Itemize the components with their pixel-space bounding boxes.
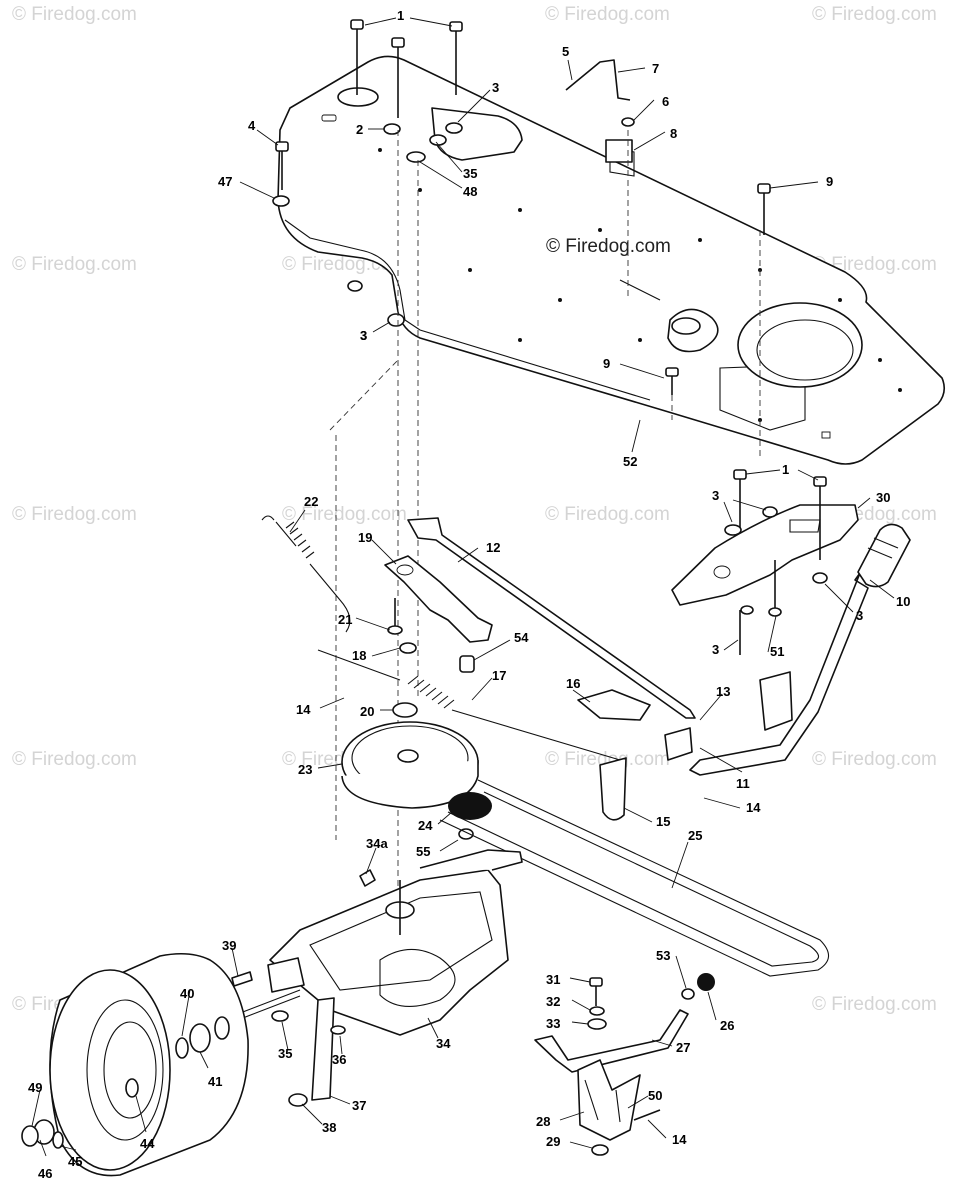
callout-52: 52 bbox=[623, 454, 637, 469]
callout-3: 3 bbox=[360, 328, 367, 343]
callout-28: 28 bbox=[536, 1114, 550, 1129]
watermark-tile: © Firedog.com bbox=[812, 4, 937, 25]
callout-24: 24 bbox=[418, 818, 433, 833]
callout-5: 5 bbox=[562, 44, 569, 59]
lift-bracket bbox=[534, 973, 715, 1156]
callout-31: 31 bbox=[546, 972, 560, 987]
watermark-tile: © Firedog.com bbox=[545, 4, 670, 25]
callout-44: 44 bbox=[140, 1136, 155, 1151]
watermark-tile: © Firedog.com bbox=[12, 4, 137, 25]
callout-14: 14 bbox=[296, 702, 311, 717]
callout-21: 21 bbox=[338, 612, 352, 627]
callout-54: 54 bbox=[514, 630, 529, 645]
watermark-tile: © Firedog.com bbox=[12, 504, 137, 525]
callout-27: 27 bbox=[676, 1040, 690, 1055]
watermark-tile: © Firedog.com bbox=[12, 254, 137, 275]
linkage-center bbox=[261, 515, 696, 761]
callout-3: 3 bbox=[712, 642, 719, 657]
callout-13: 13 bbox=[716, 684, 730, 699]
callout-1: 1 bbox=[782, 462, 789, 477]
callout-40: 40 bbox=[180, 986, 194, 1001]
callout-3: 3 bbox=[492, 80, 499, 95]
callout-18: 18 bbox=[352, 648, 366, 663]
leader-lines bbox=[31, 17, 895, 1157]
callout-47: 47 bbox=[218, 174, 232, 189]
callout-35: 35 bbox=[278, 1046, 292, 1061]
callout-14: 14 bbox=[746, 800, 761, 815]
watermark-center: © Firedog.com bbox=[546, 236, 671, 257]
callout-39: 39 bbox=[222, 938, 236, 953]
callout-10: 10 bbox=[896, 594, 910, 609]
callout-3: 3 bbox=[856, 608, 863, 623]
callout-labels: 1 2 3 4 47 35 48 3 5 7 6 8 9 3 9 52 1 3 … bbox=[28, 8, 910, 1181]
callout-2: 2 bbox=[356, 122, 363, 137]
watermark-tile: © Firedog.com bbox=[812, 994, 937, 1015]
callout-48: 48 bbox=[463, 184, 477, 199]
callout-3: 3 bbox=[712, 488, 719, 503]
callout-14: 14 bbox=[672, 1132, 687, 1147]
callout-30: 30 bbox=[876, 490, 890, 505]
watermark-tile: © Firedog.com bbox=[12, 749, 137, 770]
callout-22: 22 bbox=[304, 494, 318, 509]
chassis-fasteners bbox=[272, 19, 771, 395]
callout-37: 37 bbox=[352, 1098, 366, 1113]
callout-23: 23 bbox=[298, 762, 312, 777]
callout-11: 11 bbox=[736, 776, 750, 791]
callout-12: 12 bbox=[486, 540, 500, 555]
callout-9: 9 bbox=[826, 174, 833, 189]
callout-55: 55 bbox=[416, 844, 430, 859]
callout-45: 45 bbox=[68, 1154, 82, 1169]
callout-17: 17 bbox=[492, 668, 506, 683]
callout-26: 26 bbox=[720, 1018, 734, 1033]
callout-25: 25 bbox=[688, 828, 702, 843]
callout-16: 16 bbox=[566, 676, 580, 691]
callout-50: 50 bbox=[648, 1088, 662, 1103]
watermark-tile: © Firedog.com bbox=[545, 504, 670, 525]
callout-4: 4 bbox=[248, 118, 256, 133]
callout-38: 38 bbox=[322, 1120, 336, 1135]
callout-7: 7 bbox=[652, 61, 659, 76]
callout-20: 20 bbox=[360, 704, 374, 719]
watermark-layer: © Firedog.com © Firedog.com © Firedog.co… bbox=[12, 4, 937, 1015]
callout-34: 34 bbox=[436, 1036, 451, 1051]
pedal-bracket bbox=[577, 469, 911, 821]
callout-41: 41 bbox=[208, 1074, 222, 1089]
callout-8: 8 bbox=[670, 126, 677, 141]
callout-15: 15 bbox=[656, 814, 670, 829]
callout-36: 36 bbox=[332, 1052, 346, 1067]
callout-19: 19 bbox=[358, 530, 372, 545]
callout-33: 33 bbox=[546, 1016, 560, 1031]
transaxle bbox=[221, 849, 523, 1107]
callout-46: 46 bbox=[38, 1166, 52, 1181]
callout-3: 3 bbox=[360, 328, 367, 343]
wheel-assembly bbox=[21, 952, 249, 1177]
callout-6: 6 bbox=[662, 94, 669, 109]
watermark-tile: © Firedog.com bbox=[545, 749, 670, 770]
chassis-frame: © Firedog.com bbox=[277, 55, 946, 465]
watermark-tile: © Firedog.com bbox=[812, 254, 937, 275]
callout-34a: 34a bbox=[366, 836, 388, 851]
watermark-tile: © Firedog.com bbox=[282, 504, 407, 525]
watermark-tile: © Firedog.com bbox=[812, 749, 937, 770]
callout-51: 51 bbox=[770, 644, 784, 659]
callout-1: 1 bbox=[397, 8, 404, 23]
callout-9: 9 bbox=[603, 356, 610, 371]
callout-29: 29 bbox=[546, 1134, 560, 1149]
callout-49: 49 bbox=[28, 1080, 42, 1095]
callout-35: 35 bbox=[463, 166, 477, 181]
callout-32: 32 bbox=[546, 994, 560, 1009]
drive-pulleys bbox=[341, 721, 830, 977]
callout-53: 53 bbox=[656, 948, 670, 963]
